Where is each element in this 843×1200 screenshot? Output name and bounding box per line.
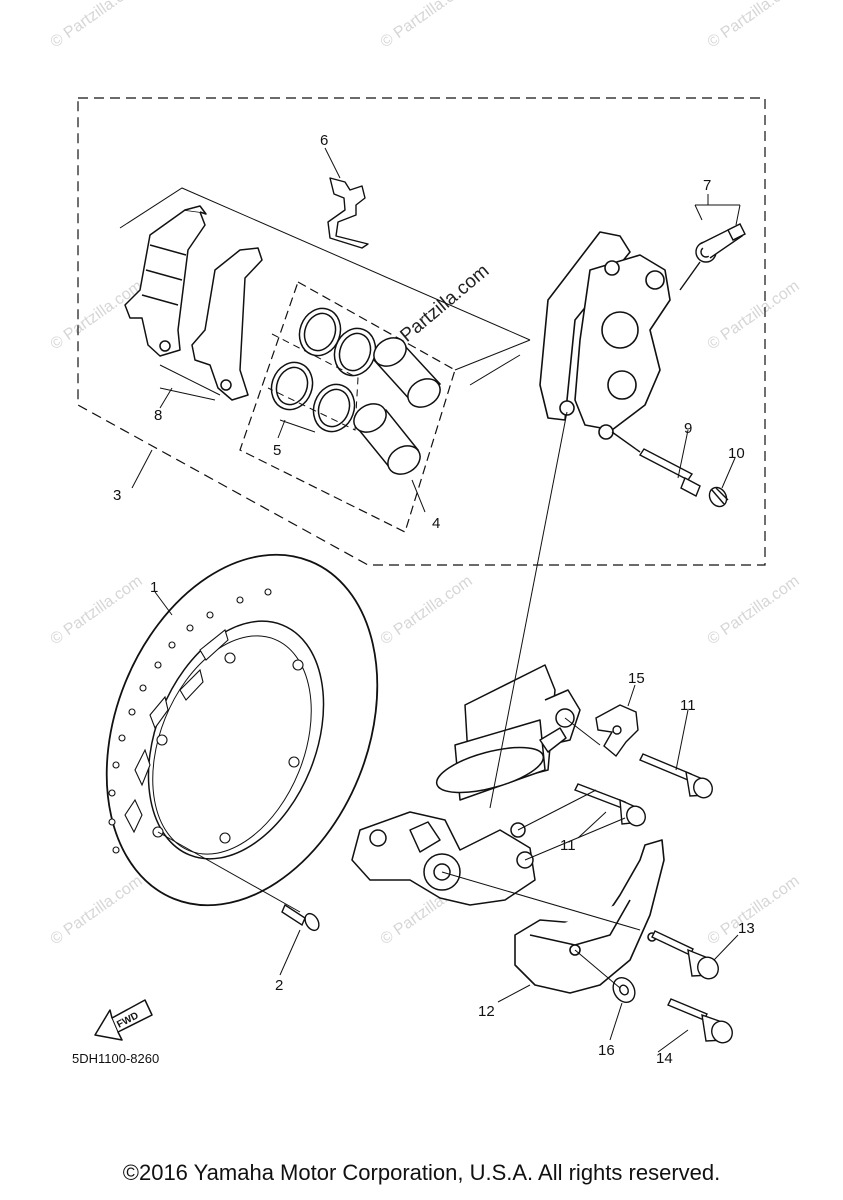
callouts: 1 2 3 4 5 6 7 8 9 10 11 11 12 13 14 15 1… — [113, 132, 755, 1067]
callout-10: 10 — [728, 445, 745, 462]
callout-16: 16 — [598, 1042, 615, 1059]
washer — [612, 976, 636, 1004]
brake-disc — [105, 553, 379, 907]
guard-bolt-14 — [667, 998, 733, 1044]
callout-15: 15 — [628, 670, 645, 687]
watermark: © Partzilla.com — [48, 573, 146, 649]
guard-bolt-upper — [574, 783, 646, 827]
callout-8: 8 — [154, 407, 162, 424]
parts-diagram: © Partzilla.com © Partzilla.com © Partzi… — [48, 0, 803, 1067]
caliper-assembly-outline — [77, 97, 766, 566]
watermark: © Partzilla.com — [378, 0, 476, 51]
watermark: © Partzilla.com — [48, 873, 146, 949]
pad-spring — [327, 177, 369, 249]
callout-11-upper: 11 — [680, 697, 696, 714]
watermark: © Partzilla.com — [705, 0, 803, 51]
guard-bolt-13 — [651, 930, 719, 980]
hose-guide — [595, 704, 639, 758]
disc-guard — [514, 839, 665, 994]
bleeder-screw — [679, 223, 746, 291]
front-fork — [351, 664, 581, 906]
callout-7: 7 — [703, 177, 711, 194]
watermark: © Partzilla.com — [705, 573, 803, 649]
watermark: © Partzilla.com — [48, 0, 146, 51]
caliper-body — [539, 231, 671, 440]
callout-5: 5 — [273, 442, 281, 459]
assembly-leaders — [441, 717, 641, 989]
watermark: © Partzilla.com — [378, 573, 476, 649]
callout-13: 13 — [738, 920, 755, 937]
diagram-part-code: 5DH1100-8260 — [72, 1051, 159, 1066]
piston-seals — [270, 307, 377, 433]
caliper-pistons — [353, 337, 442, 475]
callout-11-lower: 11 — [560, 837, 576, 854]
fwd-arrow-icon: FWD — [94, 999, 153, 1041]
caliper-mount-leader — [489, 411, 568, 809]
copyright-notice: ©2016 Yamaha Motor Corporation, U.S.A. A… — [122, 1160, 721, 1185]
callout-6: 6 — [320, 132, 328, 149]
pad-guide-lines — [119, 187, 531, 396]
callout-9: 9 — [684, 420, 692, 437]
guide-bolt — [639, 753, 713, 799]
callout-4: 4 — [432, 515, 440, 532]
callout-14: 14 — [656, 1050, 673, 1067]
watermark: © Partzilla.com — [705, 278, 803, 354]
brake-pad-outer — [124, 205, 207, 357]
brake-pad-inner — [191, 247, 263, 401]
callout-3: 3 — [113, 487, 121, 504]
pin-cap — [708, 486, 729, 508]
callout-leaders — [131, 147, 741, 1053]
callout-12: 12 — [478, 1003, 495, 1020]
caliper-pin-bolt — [611, 431, 701, 497]
disc-bolt — [157, 831, 320, 932]
callout-2: 2 — [275, 977, 283, 994]
callout-1: 1 — [150, 579, 158, 596]
